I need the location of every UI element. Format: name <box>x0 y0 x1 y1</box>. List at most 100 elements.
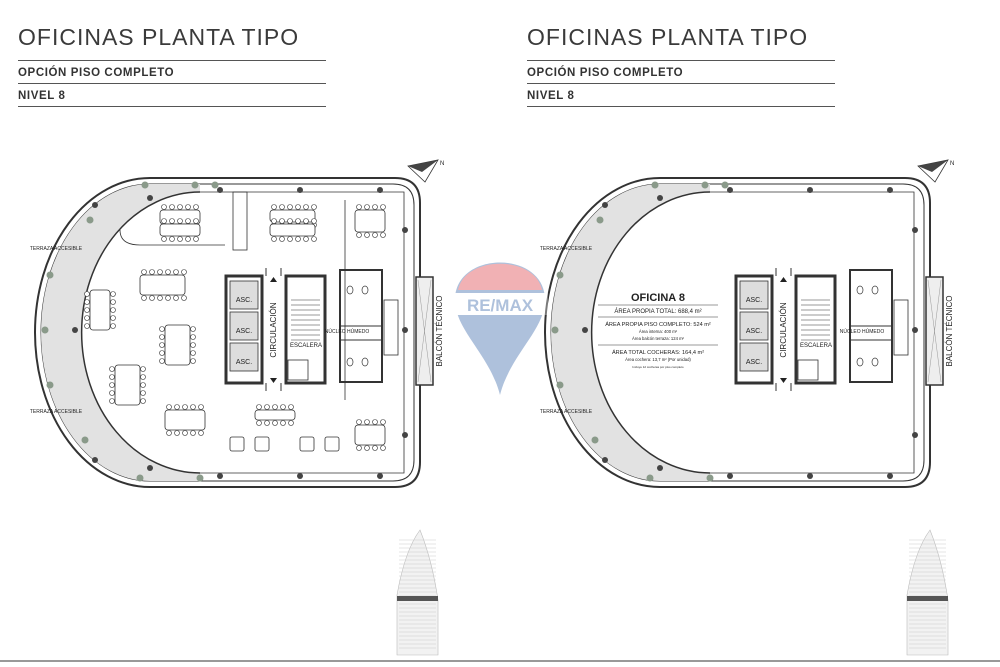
chair <box>174 404 180 410</box>
desk <box>269 223 316 237</box>
chair <box>159 326 165 332</box>
total-area: ÁREA PROPIA TOTAL: 688,4 m² <box>614 308 701 315</box>
chair <box>177 218 183 224</box>
chair <box>140 382 146 388</box>
terrace-label: TERRAZA ACCESIBLE <box>30 409 83 415</box>
chair <box>303 218 309 224</box>
desk <box>354 209 386 233</box>
elevator-cab <box>229 342 259 372</box>
elevator-label: ASC. <box>236 297 252 304</box>
chair <box>372 232 378 238</box>
chair <box>169 236 175 242</box>
watermark-band <box>452 293 548 315</box>
chair <box>303 236 309 242</box>
chair <box>166 430 172 436</box>
chair <box>110 307 116 313</box>
plant-icon <box>211 181 219 189</box>
chair <box>159 350 165 356</box>
desk <box>89 289 111 331</box>
chair <box>166 404 172 410</box>
chair <box>109 374 115 380</box>
chair <box>190 430 196 436</box>
chair <box>159 358 165 364</box>
terrace <box>41 184 201 481</box>
chair <box>271 218 277 224</box>
toilet-icon <box>856 285 864 295</box>
chair <box>256 404 262 410</box>
chair <box>174 430 180 436</box>
column <box>217 473 223 479</box>
divider <box>18 106 326 107</box>
chair <box>110 315 116 321</box>
chair <box>161 204 167 210</box>
chair <box>190 334 196 340</box>
chair <box>356 204 362 210</box>
terrace-area: Área balcón terraza: 124 m² <box>632 336 685 341</box>
chair <box>256 420 262 426</box>
chair <box>182 404 188 410</box>
elevator-cab <box>739 311 769 341</box>
elevator-cab <box>739 342 769 372</box>
plan-empty <box>544 159 949 656</box>
circulation-doors <box>265 268 282 391</box>
chair <box>84 299 90 305</box>
chair <box>295 218 301 224</box>
chair <box>364 419 370 425</box>
plant-icon <box>556 271 564 279</box>
column <box>402 227 408 233</box>
terrace-label: TERRAZA ACCESIBLE <box>540 246 593 252</box>
panel-title: OFICINAS PLANTA TIPO <box>18 24 300 50</box>
chair <box>190 358 196 364</box>
chair <box>280 404 286 410</box>
chair <box>165 269 171 275</box>
interior-area: Área interna: 400 m² <box>639 329 678 334</box>
chair <box>311 204 317 210</box>
desk <box>114 364 141 406</box>
chair <box>159 334 165 340</box>
chair <box>181 269 187 275</box>
chair <box>295 204 301 210</box>
toilet-icon <box>361 357 369 367</box>
chair <box>173 295 179 301</box>
chair <box>110 291 116 297</box>
chair <box>177 204 183 210</box>
chair <box>190 342 196 348</box>
chair <box>198 430 204 436</box>
column <box>657 465 663 471</box>
column <box>147 195 153 201</box>
chair <box>109 398 115 404</box>
chair <box>169 204 175 210</box>
column <box>402 327 408 333</box>
panel-option: OPCIÓN PISO COMPLETO <box>527 67 684 79</box>
plant-icon <box>701 181 709 189</box>
chair <box>198 404 204 410</box>
office-area-summary: OFICINA 8 ÁREA PROPIA TOTAL: 688,4 m² ÁR… <box>598 292 718 369</box>
plant-icon <box>41 326 49 334</box>
terrace-label: TERRAZA ACCESIBLE <box>540 409 593 415</box>
panel-option: OPCIÓN PISO COMPLETO <box>18 67 175 79</box>
chair <box>272 420 278 426</box>
chair <box>84 291 90 297</box>
desk <box>164 409 206 431</box>
tower-level-highlight <box>907 596 948 601</box>
chair <box>185 218 191 224</box>
bottom-rule <box>0 660 1000 662</box>
armchair <box>254 436 270 452</box>
chair <box>264 420 270 426</box>
column <box>92 457 98 463</box>
chair <box>185 236 191 242</box>
toilet-icon <box>871 357 879 367</box>
column <box>602 202 608 208</box>
elevator-label: ASC. <box>746 328 762 335</box>
chair <box>193 218 199 224</box>
chair <box>364 204 370 210</box>
chair <box>157 269 163 275</box>
chair <box>177 236 183 242</box>
column <box>217 187 223 193</box>
chair <box>279 236 285 242</box>
divider <box>527 83 835 84</box>
service-room <box>893 299 909 356</box>
chair <box>380 419 386 425</box>
